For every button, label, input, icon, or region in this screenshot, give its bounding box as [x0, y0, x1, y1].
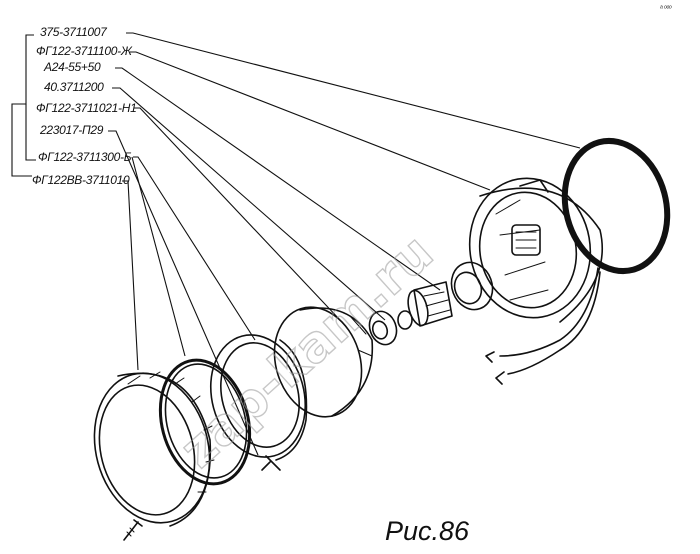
optical-element-cap [368, 310, 398, 346]
leader-rim-screw [108, 130, 259, 456]
optical-element [273, 306, 374, 418]
leader-lines [108, 32, 581, 456]
inner-rim [209, 334, 308, 471]
part-labels: 375-3711007 ФГ122-3711100-Ж А24-55+50 40… [32, 25, 137, 187]
housing-body [468, 177, 604, 385]
watermark: zap-kam.ru [169, 223, 444, 479]
leader-inner-rim [133, 156, 256, 341]
bulb-holder [450, 261, 494, 311]
label-lamp: А24-55+50 [43, 60, 101, 74]
lamp-bulb [397, 281, 453, 330]
label-gasket: 375-3711007 [40, 25, 108, 39]
gasket-ring [561, 137, 671, 275]
label-bracket [11, 34, 36, 177]
label-housing: ФГ122-3711100-Ж [36, 44, 133, 58]
figure-caption: Рис.86 [385, 516, 470, 546]
leader-bulb-holder [112, 87, 386, 321]
label-rim-screw: 223017-П29 [39, 123, 104, 137]
label-inner-rim: ФГ122-3711300-Б [38, 150, 132, 164]
label-bulb-holder: 40.3711200 [44, 80, 104, 94]
outer-rim [93, 371, 215, 527]
label-optical-element: ФГ122-3711021-Н1 [36, 101, 136, 115]
leader-gasket [126, 32, 581, 149]
rim-screw [123, 519, 143, 541]
label-outer-rim: ФГ122ВВ-3711010 [32, 173, 130, 187]
seal-ring [158, 358, 252, 486]
corner-mark: ᵃ ᵒᵒᵒ [660, 5, 672, 12]
leader-lamp [115, 67, 441, 291]
leader-inner-rim-2 [131, 156, 186, 357]
leader-optical-element [134, 107, 341, 321]
leader-outer-rim [122, 180, 139, 371]
leader-housing [130, 51, 491, 191]
